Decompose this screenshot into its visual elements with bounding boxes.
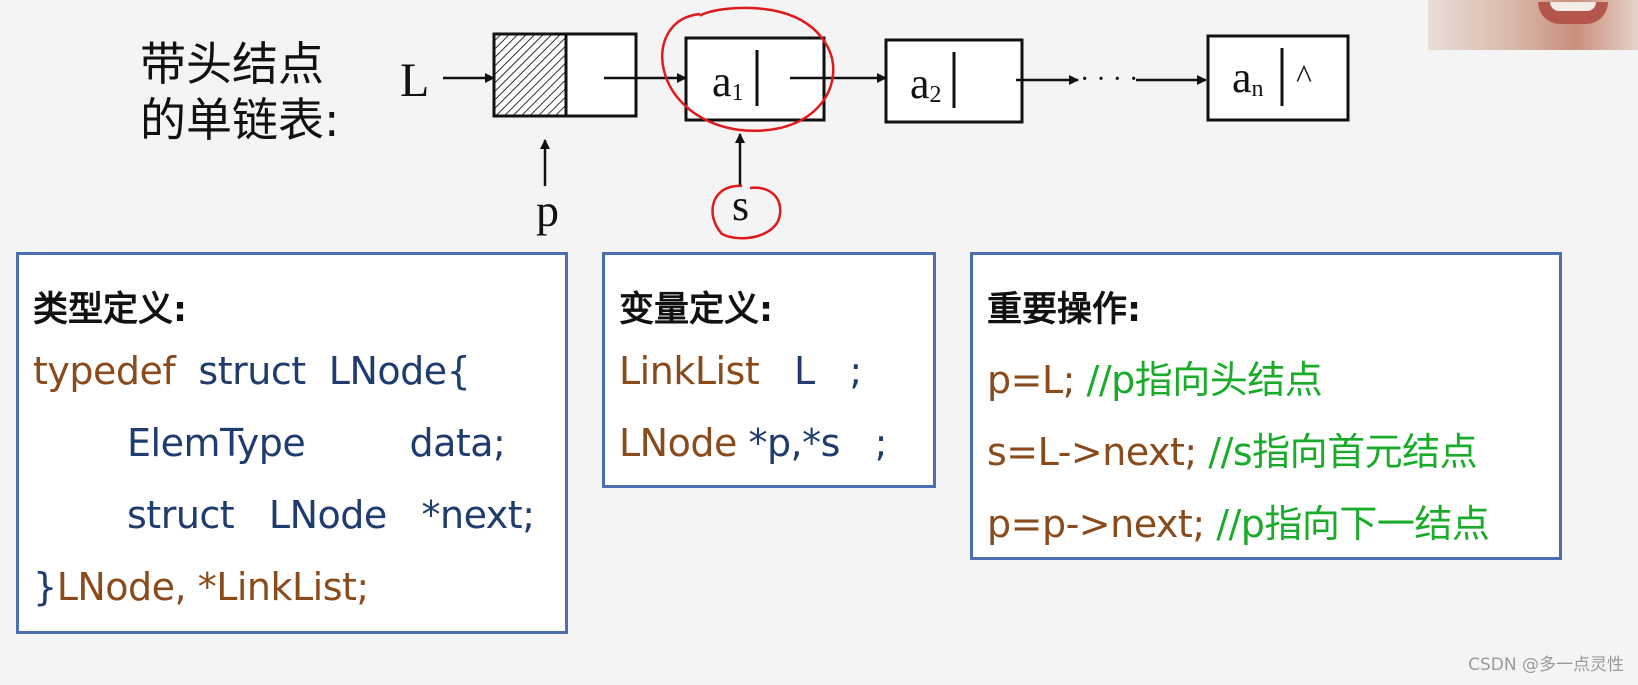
webcam-overlay xyxy=(1428,0,1638,50)
op-line-1: p=L; //p指向头结点 xyxy=(987,349,1323,404)
linklist-var: L ; xyxy=(759,349,862,393)
type-names: LNode, *LinkList; xyxy=(56,565,370,609)
head-pointer-label: L xyxy=(400,54,429,107)
type-definition-title: 类型定义: xyxy=(33,290,187,330)
operations-box: 重要操作: p=L; //p指向头结点 s=L->next; //s指向首元结点… xyxy=(970,252,1562,560)
lnode-vars: *p,*s ; xyxy=(736,421,887,465)
null-pointer-symbol: ^ xyxy=(1296,59,1312,96)
op-line-3: p=p->next; //p指向下一结点 xyxy=(987,493,1490,548)
op-2-comment: //s指向首元结点 xyxy=(1208,430,1478,474)
watermark: CSDN @多一点灵性 xyxy=(1468,655,1624,675)
type-def-line-3: struct LNode *next; xyxy=(127,493,535,537)
variable-definition-title: 变量定义: xyxy=(619,290,773,330)
type-def-line-2: ElemType data; xyxy=(127,421,506,465)
lnode-type: LNode xyxy=(619,421,737,465)
op-line-2: s=L->next; //s指向首元结点 xyxy=(987,421,1478,476)
linked-list-diagram: L a1 a2 · · · · an ^ p s xyxy=(400,6,1350,240)
head-node xyxy=(492,32,638,118)
struct-header: struct LNode{ xyxy=(175,349,471,393)
heading-line-1: 带头结点 xyxy=(140,37,324,91)
heading-line-2: 的单链表: xyxy=(140,93,340,147)
op-3-comment: //p指向下一结点 xyxy=(1216,502,1490,546)
var-def-line-2: LNode *p,*s ; xyxy=(619,421,887,465)
annotation-circle-s xyxy=(711,184,782,240)
annotation-circle-a1 xyxy=(661,6,835,132)
node-a1: a1 xyxy=(684,36,826,122)
op-2-code: s=L->next; xyxy=(987,430,1209,474)
node-an-box xyxy=(1206,34,1350,122)
node-an: an ^ xyxy=(1206,34,1350,122)
ellipsis: · · · · xyxy=(1080,64,1138,95)
head-node-next-field xyxy=(564,32,638,118)
pointer-s-label: s xyxy=(732,181,749,230)
head-node-data-field xyxy=(492,32,568,118)
node-a1-data: a1 xyxy=(712,57,744,106)
op-1-comment: //p指向头结点 xyxy=(1086,358,1323,402)
var-def-line-1: LinkList L ; xyxy=(619,349,862,393)
webcam-teeth xyxy=(1550,2,1596,11)
op-3-code: p=p->next; xyxy=(987,502,1217,546)
node-an-data: an xyxy=(1232,53,1264,102)
type-definition-box: 类型定义: typedef struct LNode{ ElemType dat… xyxy=(16,252,568,634)
op-1-code: p=L; xyxy=(987,358,1087,402)
variable-definition-box: 变量定义: LinkList L ; LNode *p,*s ; xyxy=(602,252,936,488)
pointer-p-label: p xyxy=(536,185,559,236)
node-a2-data: a2 xyxy=(910,59,942,108)
node-a2: a2 xyxy=(884,38,1024,124)
closing-brace: } xyxy=(33,565,57,609)
type-def-line-1: typedef struct LNode{ xyxy=(33,349,471,393)
linklist-type: LinkList xyxy=(619,349,760,393)
diagram-heading: 带头结点 的单链表: xyxy=(140,36,340,148)
operations-title: 重要操作: xyxy=(987,290,1141,330)
type-def-line-4: }LNode, *LinkList; xyxy=(33,565,369,609)
typedef-keyword: typedef xyxy=(33,349,176,393)
